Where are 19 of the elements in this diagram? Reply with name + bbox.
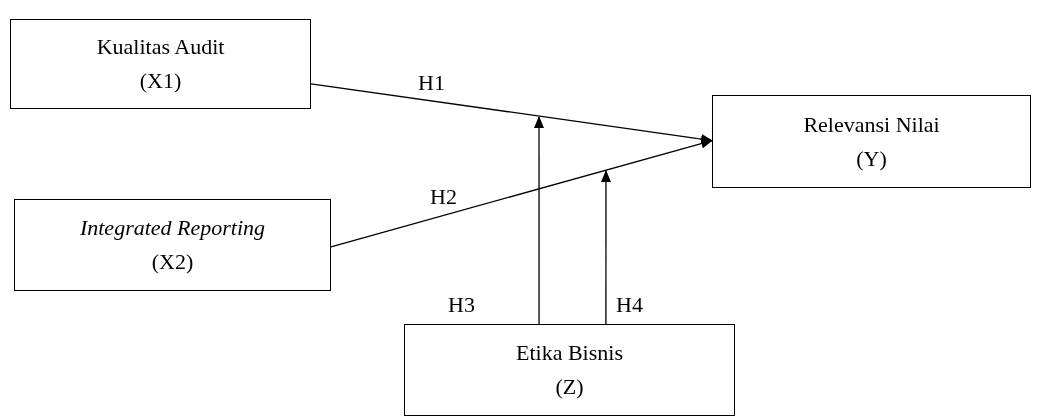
variable-box [14,199,331,291]
arrow [534,116,544,325]
variable-label: Relevansi Nilai [803,110,940,139]
variable-label: Etika Bisnis [516,339,623,367]
variable-box [10,19,311,109]
variable-label: (X1) [139,67,182,95]
edge-label: H1 [418,69,445,97]
arrow [601,170,611,325]
variable-label: Kualitas Audit [96,33,225,61]
edge-label: H3 [448,291,475,319]
edge-label: H4 [616,291,643,319]
variable-label: (Y) [856,144,887,173]
variable-box [404,324,735,416]
variable-box [712,95,1031,188]
arrow [330,138,713,248]
variable-label: (Z) [555,373,584,401]
edge-label: H2 [430,183,457,211]
variable-label: Integrated Reporting [79,214,266,242]
variable-label: (X2) [151,248,194,276]
